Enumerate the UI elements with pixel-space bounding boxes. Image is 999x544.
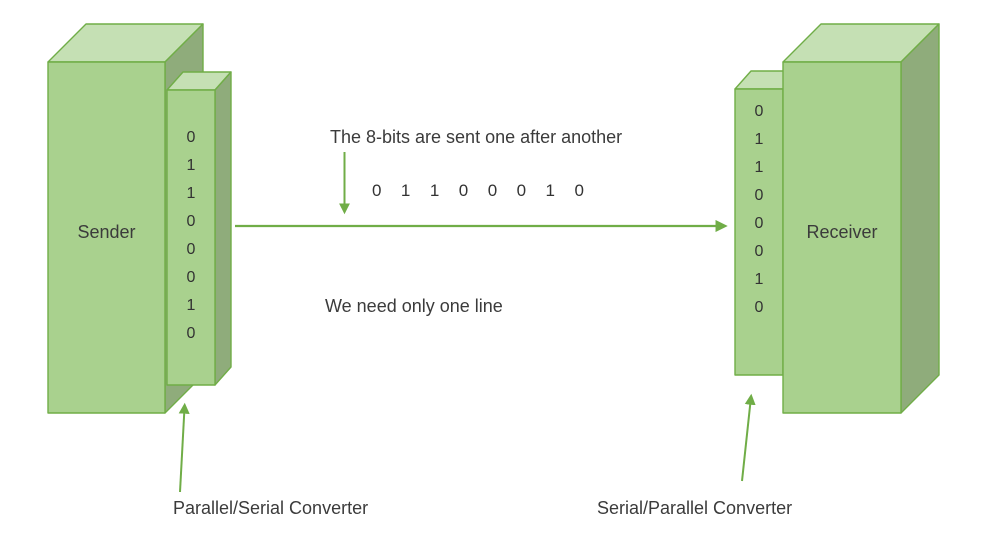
bit: 1 — [754, 271, 764, 288]
bit: 0 — [754, 243, 764, 260]
sender-converter-side-face — [214, 71, 232, 386]
bit: 0 — [754, 299, 764, 316]
bit: 0 — [186, 129, 196, 146]
bit: 0 — [186, 269, 196, 286]
receiver-label: Receiver — [806, 222, 878, 242]
serial-parallel-converter-label: Serial/Parallel Converter — [597, 498, 793, 518]
bit: 0 — [186, 213, 196, 230]
bit: 0 — [754, 215, 764, 232]
bit: 1 — [400, 181, 411, 200]
receiver-box-side-face — [900, 23, 940, 414]
bit: 1 — [429, 181, 440, 200]
parallel-serial-pointer-arrow — [178, 402, 190, 493]
channel-caption-top: The 8-bits are sent one after another — [330, 127, 623, 147]
bit: 0 — [186, 325, 196, 342]
bit: 1 — [186, 185, 196, 202]
parallel-serial-converter-label: Parallel/Serial Converter — [173, 498, 369, 518]
bit: 1 — [186, 297, 196, 314]
bit: 0 — [754, 187, 764, 204]
channel-caption-bottom: We need only one line — [325, 296, 503, 316]
bit: 0 — [458, 181, 469, 200]
sender-box-front-face — [47, 61, 166, 414]
serial-parallel-pointer-arrow — [741, 393, 756, 482]
bit: 0 — [574, 181, 584, 200]
sender-label: Sender — [77, 222, 136, 242]
bit: 0 — [754, 103, 764, 120]
bit: 1 — [186, 157, 196, 174]
bit: 0 — [186, 241, 196, 258]
bit: 0 — [487, 181, 498, 200]
bit: 0 — [516, 181, 527, 200]
bit: 1 — [754, 131, 764, 148]
receiver-box-front-face — [782, 61, 902, 414]
sender-parallel-bits: 0 1 1 0 0 0 1 0 — [167, 124, 215, 348]
sender-converter-front-face — [166, 89, 216, 386]
bit: 0 — [372, 181, 382, 200]
receiver-parallel-bits: 0 1 1 0 0 0 1 0 — [735, 98, 783, 322]
bit: 1 — [754, 159, 764, 176]
bit: 1 — [545, 181, 555, 200]
serial-bit-stream: 0 1 1 0 0 0 1 0 — [372, 177, 584, 205]
